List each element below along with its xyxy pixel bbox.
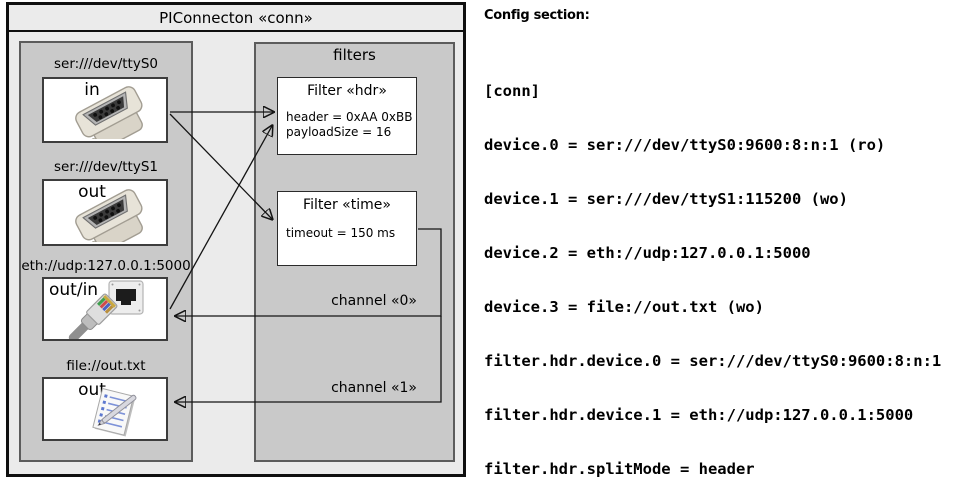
channel-0-label: channel «0»	[331, 293, 417, 309]
device-port-label: in	[84, 80, 100, 100]
config-line: device.1 = ser:///dev/ttyS1:115200 (wo)	[484, 190, 848, 208]
filter-title: Filter «time»	[303, 197, 391, 213]
config-line: device.2 = eth://udp:127.0.0.1:5000	[484, 244, 811, 262]
filter-prop: payloadSize = 16	[286, 125, 392, 139]
config-section: Config section: [conn] device.0 = ser://…	[484, 8, 962, 478]
filter-box-time: Filter «time» timeout = 150 ms	[277, 191, 417, 266]
filter-prop: header = 0xAA 0xBB	[286, 110, 413, 124]
title-separator	[6, 30, 466, 32]
diagram-frame: PIConnecton «conn» ser:///dev/ttyS0 in	[6, 2, 466, 477]
ethernet-cable-icon	[68, 293, 118, 339]
device-url-file: file://out.txt	[66, 358, 146, 374]
filter-box-hdr: Filter «hdr» header = 0xAA 0xBB payloadS…	[277, 77, 417, 155]
channel-1-label: channel «1»	[331, 380, 417, 396]
serial-connector-icon	[75, 86, 143, 139]
device-box-ttyS1: out	[42, 179, 168, 246]
config-line: filter.hdr.splitMode = header	[484, 460, 755, 478]
diagram-title: PIConnecton «conn»	[159, 9, 313, 27]
device-box-eth: out/in	[42, 277, 168, 341]
device-box-ttyS0: in	[42, 77, 168, 143]
device-box-file: out	[42, 377, 168, 441]
config-line: filter.hdr.device.0 = ser:///dev/ttyS0:9…	[484, 352, 942, 370]
device-port-label: out	[78, 380, 106, 400]
config-heading: Config section:	[484, 8, 590, 23]
config-line: filter.hdr.device.1 = eth://udp:127.0.0.…	[484, 406, 914, 424]
serial-connector-icon	[75, 189, 143, 242]
filters-panel-label: filters	[333, 46, 376, 64]
config-lines: [conn] device.0 = ser:///dev/ttyS0:9600:…	[484, 46, 951, 484]
device-url-ttyS1: ser:///dev/ttyS1	[54, 159, 158, 175]
filter-prop: timeout = 150 ms	[286, 226, 396, 240]
config-line: [conn]	[484, 82, 540, 100]
device-url-ttyS0: ser:///dev/ttyS0	[54, 56, 158, 72]
config-line: device.0 = ser:///dev/ttyS0:9600:8:n:1 (…	[484, 136, 886, 154]
filter-title: Filter «hdr»	[307, 83, 387, 99]
device-port-label: out/in	[49, 280, 99, 300]
filters-panel: filters Filter «hdr» header = 0xAA 0xBB …	[254, 42, 455, 462]
config-line: device.3 = file://out.txt (wo)	[484, 298, 764, 316]
devices-panel: ser:///dev/ttyS0 in	[19, 41, 193, 462]
device-url-eth: eth://udp:127.0.0.1:5000	[21, 258, 191, 274]
device-port-label: out	[78, 182, 106, 202]
notepad-icon	[92, 388, 137, 437]
